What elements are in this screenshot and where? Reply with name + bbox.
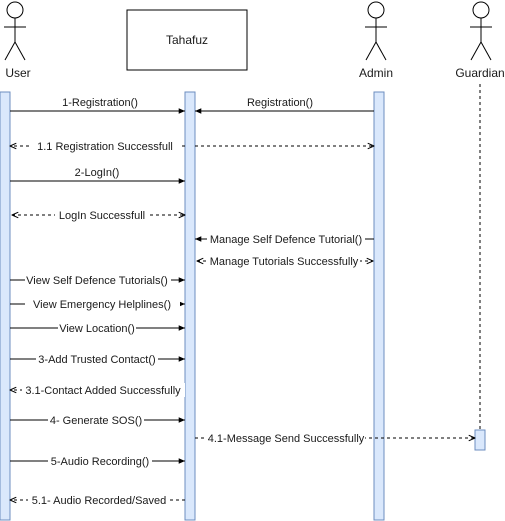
- svg-text:View Emergency Helplines(): View Emergency Helplines(): [33, 299, 171, 311]
- admin-activation-bar: [373, 91, 385, 521]
- message-registration: 1-Registration(): [10, 97, 185, 114]
- svg-text:5.1- Audio Recorded/Saved: 5.1- Audio Recorded/Saved: [32, 495, 167, 507]
- message-login: 2-LogIn(): [10, 167, 185, 184]
- svg-text:1.1 Registration Successfull: 1.1 Registration Successfull: [37, 141, 173, 153]
- message-login-successful: LogIn Successfull: [12, 208, 185, 222]
- svg-text:Registration(): Registration(): [247, 97, 313, 109]
- svg-text:3.1-Contact Added Successfully: 3.1-Contact Added Successfully: [25, 385, 181, 397]
- message-audio-recording: 5-Audio Recording(): [10, 454, 185, 468]
- message-contact-added: 3.1-Contact Added Successfully: [10, 383, 185, 397]
- system-activation-bar: [184, 91, 196, 521]
- message-registration-successful: 1.1 Registration Successfull: [10, 139, 374, 153]
- user-activation-bar: [0, 91, 11, 521]
- message-generate-sos: 4- Generate SOS(): [10, 413, 185, 427]
- user-actor-head: [6, 1, 24, 19]
- message-view-helplines: View Emergency Helplines(): [10, 297, 185, 311]
- svg-text:Manage Tutorials Successfully: Manage Tutorials Successfully: [210, 256, 359, 268]
- svg-text:3-Add Trusted Contact(): 3-Add Trusted Contact(): [38, 354, 155, 366]
- admin-actor-label: Admin: [359, 66, 393, 80]
- svg-text:View Location(): View Location(): [59, 323, 135, 335]
- message-manage-tutorial: Manage Self Defence Tutorial(): [195, 232, 374, 246]
- message-view-tutorials: View Self Defence Tutorials(): [10, 273, 185, 287]
- system-box: [126, 9, 248, 71]
- message-add-trusted-contact: 3-Add Trusted Contact(): [10, 352, 185, 366]
- svg-text:View Self Defence Tutorials(): View Self Defence Tutorials(): [26, 275, 168, 287]
- svg-text:4.1-Message Send Successfully: 4.1-Message Send Successfully: [208, 433, 365, 445]
- svg-text:Manage Self Defence Tutorial(): Manage Self Defence Tutorial(): [210, 234, 362, 246]
- system-box-label: Tahafuz: [166, 33, 208, 47]
- svg-text:LogIn Successfull: LogIn Successfull: [59, 210, 145, 222]
- message-send-successful: 4.1-Message Send Successfully: [195, 431, 475, 445]
- guardian-actor: Guardian: [455, 1, 505, 80]
- svg-text:4- Generate SOS(): 4- Generate SOS(): [50, 415, 142, 427]
- svg-text:1-Registration(): 1-Registration(): [62, 97, 138, 109]
- guardian-activation-bar: [474, 429, 486, 451]
- message-view-location: View Location(): [10, 321, 185, 335]
- message-admin-registration: Registration(): [195, 97, 374, 114]
- user-actor: User: [4, 1, 31, 80]
- guardian-actor-label: Guardian: [455, 66, 504, 80]
- admin-actor: Admin: [359, 1, 393, 80]
- message-manage-tutorials-successful: Manage Tutorials Successfully: [197, 254, 373, 268]
- svg-text:5-Audio Recording(): 5-Audio Recording(): [51, 456, 149, 468]
- message-audio-saved: 5.1- Audio Recorded/Saved: [10, 493, 185, 507]
- system-participant: Tahafuz: [126, 9, 248, 71]
- user-actor-label: User: [5, 66, 30, 80]
- svg-text:2-LogIn(): 2-LogIn(): [75, 167, 120, 179]
